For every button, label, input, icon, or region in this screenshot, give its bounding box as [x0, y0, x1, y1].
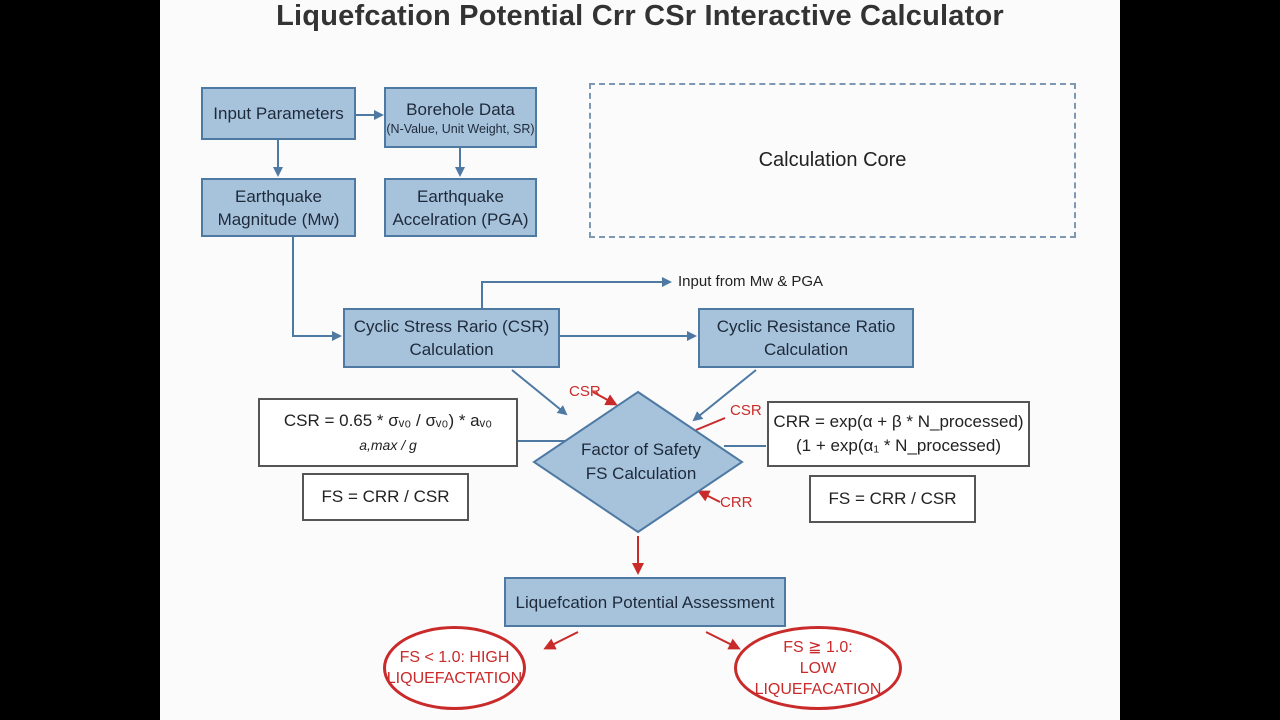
input-parameters-label: Input Parameters [213, 104, 344, 123]
csr-calc-line1: Cyclic Stress Rario (CSR) [353, 317, 550, 336]
red-tick-csr-b [695, 417, 726, 431]
fs-formula-right-text: FS = CRR / CSR [828, 489, 957, 508]
calculation-core-label: Calculation Core [758, 149, 907, 171]
borehole-title: Borehole Data [406, 100, 515, 119]
calculation-core-placeholder: Calculation Core [589, 83, 1076, 238]
crr-calc-line2: Calculation [763, 340, 849, 359]
connector-layer [273, 110, 766, 650]
eq-accel-line1: Earthquake [417, 186, 504, 206]
csr-calculation-node: Cyclic Stress Rario (CSR) Calculation [343, 308, 560, 368]
input-parameters-node: Input Parameters [201, 87, 356, 140]
borehole-data-node: Borehole Data (N-Value, Unit Weight, SR) [384, 87, 537, 148]
crr-formula-box: CRR = exp(α + β * N_processed) (1 + exp(… [767, 401, 1030, 467]
csr-formula-box: CSR = 0.65 * σᵥ₀ / σᵥ₀) * aᵥ₀ a,max / g [258, 398, 518, 467]
eq-magnitude-line2: Magnitude (Mw) [217, 209, 340, 229]
diagram-canvas: Liquefcation Potential Crr CSr Interacti… [160, 0, 1120, 720]
crr-formula-line1: CRR = exp(α + β * N_processed) [773, 412, 1024, 431]
low-line2: LOW LIQUEFACATION [754, 659, 882, 698]
high-line1: FS < 1.0: HIGH [399, 649, 510, 666]
csr-label-b: CSR [730, 402, 762, 419]
csr-label-a: CSR [569, 383, 601, 400]
low-line1: FS ≧ 1.0: [783, 638, 853, 656]
red-arrow-crr [697, 490, 721, 503]
crr-calc-line1: Cyclic Resistance Ratio [716, 317, 896, 336]
arrow-magnitude-to-csr [292, 237, 342, 341]
input-from-note: Input from Mw & PGA [678, 273, 824, 290]
eq-accel-line2: Accelration (PGA) [392, 209, 529, 229]
fs-diamond-label: Factor of Safety FS Calculation [551, 438, 731, 486]
csr-formula-line2: a,max / g [359, 436, 417, 453]
earthquake-acceleration-node: Earthquake Accelration (PGA) [384, 178, 537, 237]
fs-formula-left: FS = CRR / CSR [302, 473, 469, 521]
arrow-crr-to-fs [692, 369, 757, 422]
fs-formula-right: FS = CRR / CSR [809, 475, 976, 523]
red-arrow-csr-a [592, 391, 618, 406]
liquefaction-assessment-node: Liquefcation Potential Assessment [504, 577, 786, 627]
borehole-subtitle: (N-Value, Unit Weight, SR) [386, 122, 535, 136]
eq-magnitude-line1: Earthquake [235, 186, 322, 206]
fs-line2: FS Calculation [585, 464, 697, 483]
csr-formula-line1: CSR = 0.65 * σᵥ₀ / σᵥ₀) * aᵥ₀ [283, 410, 493, 430]
arrow-csr-to-fs [511, 369, 568, 416]
high-line2: LIQUEFACTATION [386, 670, 523, 687]
crr-label: CRR [720, 494, 753, 511]
csr-calc-line2: Calculation [409, 340, 494, 359]
crr-formula-line2: (1 + exp(α₁ * N_processed) [795, 436, 1001, 455]
earthquake-magnitude-node: Earthquake Magnitude (Mw) [201, 178, 356, 237]
low-liquefaction-result: FS ≧ 1.0: LOW LIQUEFACATION [734, 626, 902, 710]
fs-formula-left-text: FS = CRR / CSR [321, 487, 450, 506]
high-liquefaction-result: FS < 1.0: HIGH LIQUEFACTATION [383, 626, 526, 710]
red-arrow-to-high [543, 631, 579, 650]
crr-calculation-node: Cyclic Resistance Ratio Calculation [698, 308, 914, 368]
assessment-label: Liquefcation Potential Assessment [515, 592, 775, 612]
fs-diamond [532, 390, 744, 534]
page-title: Liquefcation Potential Crr CSr Interacti… [276, 0, 1004, 32]
red-arrow-to-low [705, 631, 741, 650]
fs-line1: Factor of Safety [581, 440, 701, 459]
arrow-csr-to-input-note [481, 277, 672, 308]
